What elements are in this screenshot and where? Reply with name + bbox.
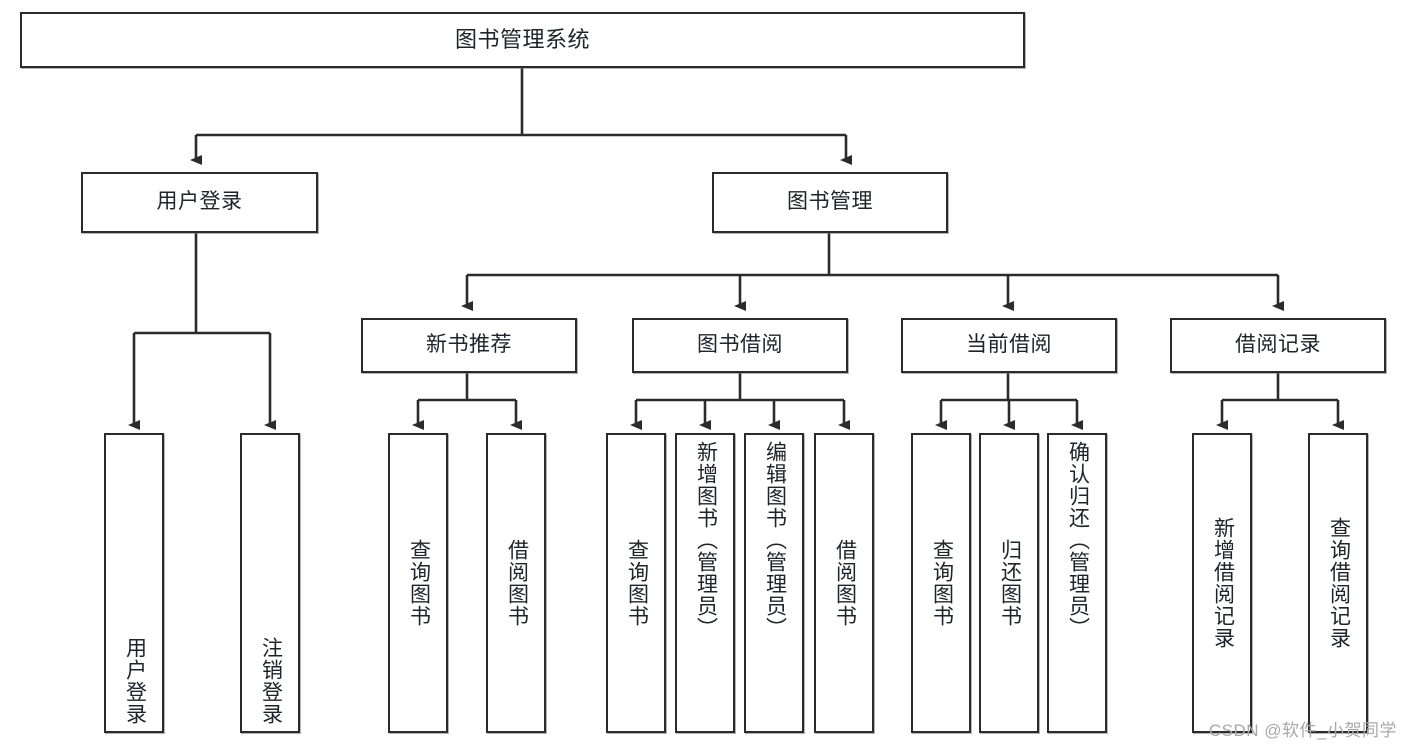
node-label: 新增借阅记录 bbox=[1211, 517, 1235, 649]
leaf-user-login[interactable]: 用户登录 bbox=[104, 433, 164, 733]
node-label: 当前借阅 bbox=[966, 333, 1052, 357]
node-root-book-management-system[interactable]: 图书管理系统 bbox=[20, 12, 1025, 68]
node-label: 归还图书 bbox=[998, 539, 1022, 627]
leaf-borrow-books-recommend[interactable]: 借阅图书 bbox=[486, 433, 546, 733]
leaf-confirm-return-admin[interactable]: 确认归还（管理员） bbox=[1047, 433, 1107, 733]
node-label: 图书借阅 bbox=[697, 333, 783, 357]
node-label: 图书管理系统 bbox=[454, 27, 590, 53]
node-book-management[interactable]: 图书管理 bbox=[712, 172, 948, 233]
watermark: CSDN @软件_小贺同学 bbox=[1208, 721, 1397, 740]
node-new-book-recommend[interactable]: 新书推荐 bbox=[361, 318, 577, 373]
leaf-query-borrow-record[interactable]: 查询借阅记录 bbox=[1308, 433, 1368, 733]
node-label: 查询图书 bbox=[930, 539, 954, 627]
node-label: 新书推荐 bbox=[426, 333, 512, 357]
node-label: 用户登录 bbox=[156, 190, 243, 214]
node-label: 编辑图书（管理员） bbox=[763, 441, 787, 639]
node-book-borrow[interactable]: 图书借阅 bbox=[632, 318, 848, 373]
node-label: 注销登录 bbox=[259, 637, 283, 725]
node-label: 查询图书 bbox=[625, 539, 649, 627]
node-user-login[interactable]: 用户登录 bbox=[81, 172, 318, 233]
leaf-query-books-recommend[interactable]: 查询图书 bbox=[388, 433, 448, 733]
leaf-query-books-borrow[interactable]: 查询图书 bbox=[606, 433, 666, 733]
node-label: 图书管理 bbox=[787, 190, 873, 214]
node-current-borrow[interactable]: 当前借阅 bbox=[901, 318, 1117, 373]
node-label: 查询借阅记录 bbox=[1327, 517, 1351, 649]
leaf-borrow-books[interactable]: 借阅图书 bbox=[814, 433, 874, 733]
leaf-query-books-current[interactable]: 查询图书 bbox=[911, 433, 971, 733]
node-label: 新增图书（管理员） bbox=[694, 441, 718, 639]
leaf-add-borrow-record[interactable]: 新增借阅记录 bbox=[1192, 433, 1252, 733]
leaf-add-book-admin[interactable]: 新增图书（管理员） bbox=[675, 433, 735, 733]
node-label: 查询图书 bbox=[407, 539, 431, 627]
node-label: 用户登录 bbox=[123, 637, 147, 725]
node-label: 借阅记录 bbox=[1235, 333, 1321, 357]
node-label: 借阅图书 bbox=[833, 539, 857, 627]
leaf-edit-book-admin[interactable]: 编辑图书（管理员） bbox=[744, 433, 804, 733]
leaf-logout[interactable]: 注销登录 bbox=[240, 433, 300, 733]
node-borrow-record[interactable]: 借阅记录 bbox=[1170, 318, 1386, 373]
node-label: 确认归还（管理员） bbox=[1066, 441, 1090, 639]
node-label: 借阅图书 bbox=[505, 539, 529, 627]
leaf-return-books[interactable]: 归还图书 bbox=[979, 433, 1039, 733]
